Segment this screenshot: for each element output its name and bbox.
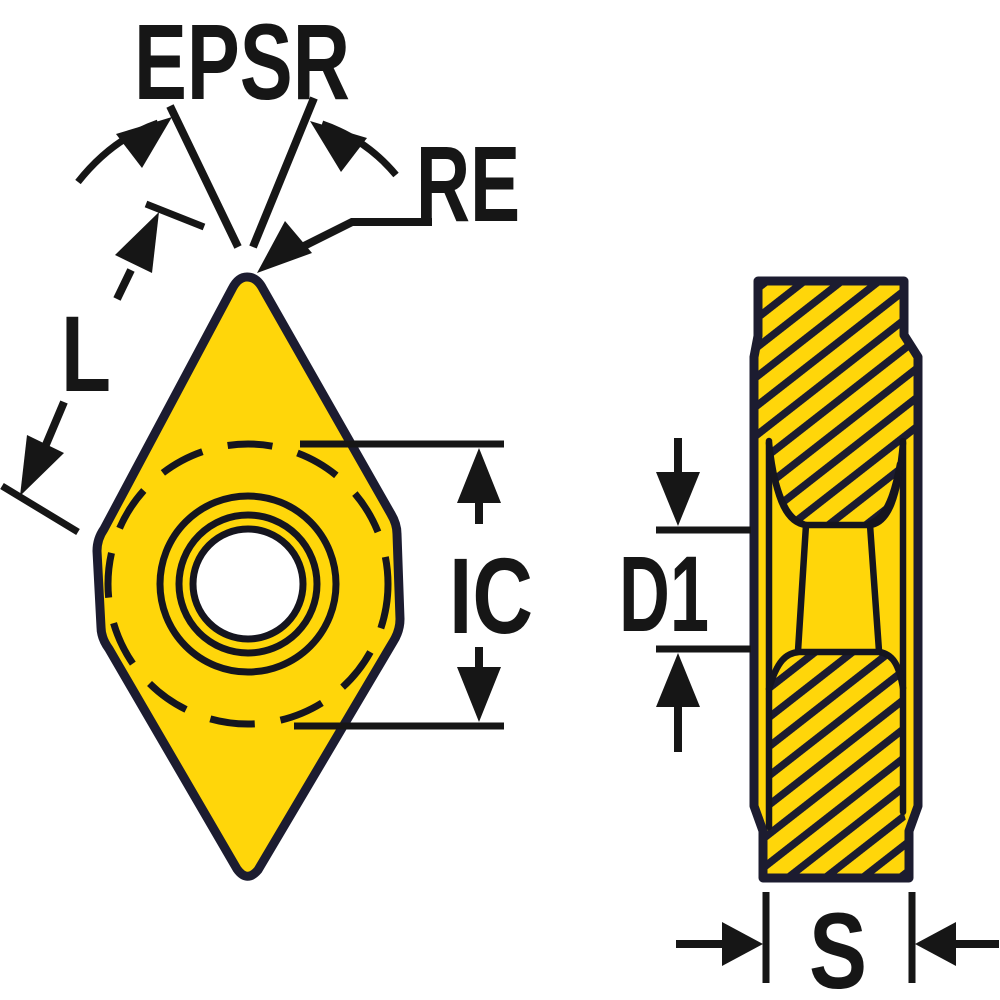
side-outline bbox=[749, 276, 923, 883]
countersink-bottom-arch bbox=[765, 648, 907, 693]
hole-bore bbox=[189, 525, 307, 643]
hole-ring-mid bbox=[175, 511, 321, 657]
side-hatch-top bbox=[754, 281, 918, 525]
bore-wall-right bbox=[866, 521, 883, 655]
ic-label: IC bbox=[449, 535, 533, 656]
l-dim-dash-1 bbox=[113, 268, 135, 301]
s-arrowhead-left-icon bbox=[915, 922, 956, 966]
epsr-arrowhead-right-icon bbox=[310, 121, 367, 172]
l-tick-bottom bbox=[0, 483, 80, 535]
s-label: S bbox=[809, 890, 867, 1000]
l-label: L bbox=[61, 293, 111, 414]
epsr-angle-ray-right bbox=[249, 96, 318, 249]
dim-s bbox=[676, 892, 999, 983]
d1-label: D1 bbox=[619, 533, 709, 654]
dim-re bbox=[257, 218, 432, 273]
s-arrowhead-right-icon bbox=[722, 922, 763, 966]
d1-arrowhead-up-icon bbox=[656, 653, 700, 707]
epsr-angle-ray-left bbox=[166, 104, 242, 249]
l-arrowhead-top-icon bbox=[115, 212, 159, 273]
l-dim-dash-2 bbox=[41, 400, 68, 449]
countersink-top-cone-right bbox=[865, 460, 904, 528]
epsr-label: EPSR bbox=[134, 1, 350, 122]
countersink-top-cone-left bbox=[767, 458, 807, 528]
re-arrowhead-icon bbox=[257, 221, 312, 273]
dim-epsr bbox=[75, 96, 399, 249]
d1-arrowhead-down-icon bbox=[656, 472, 700, 526]
l-arrowhead-bottom-icon bbox=[20, 435, 64, 496]
dim-d1 bbox=[656, 438, 751, 752]
insert-top-view bbox=[92, 272, 405, 881]
ic-arrowhead-down-icon bbox=[457, 667, 501, 722]
side-hatch-bottom bbox=[763, 652, 909, 877]
epsr-arrowhead-left-icon bbox=[116, 117, 172, 168]
hole-ring-outer bbox=[156, 492, 340, 676]
bore-wall-left bbox=[794, 521, 810, 655]
inscribed-circle-dashed bbox=[104, 440, 392, 728]
dim-ic bbox=[294, 440, 504, 730]
countersink-section-lines bbox=[765, 437, 907, 831]
re-label: RE bbox=[416, 123, 520, 244]
ic-arrowhead-up-icon bbox=[457, 448, 501, 503]
l-tick-top bbox=[144, 200, 206, 231]
dim-l bbox=[0, 200, 206, 535]
insert-side-view bbox=[749, 276, 923, 883]
